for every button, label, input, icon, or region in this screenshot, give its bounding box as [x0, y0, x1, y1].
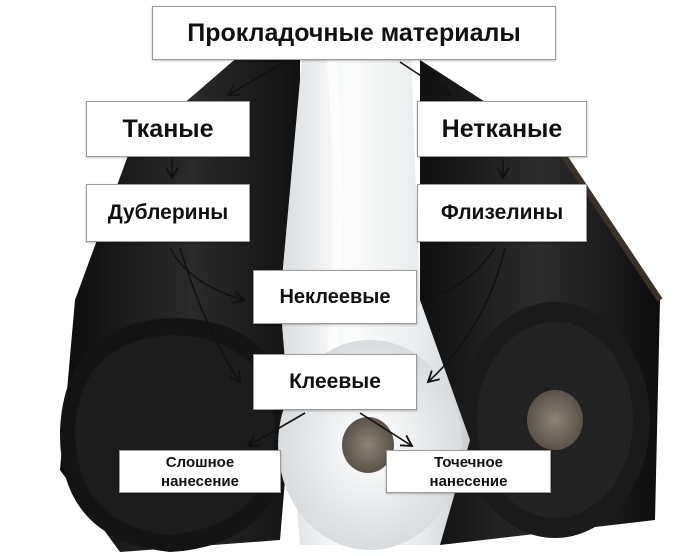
- solid-coating-line1: Слошное: [165, 453, 235, 471]
- non-adhesive-label: Неклеевые: [279, 285, 391, 308]
- arrow-dublerin-to-noglue: [169, 247, 246, 304]
- title-box: Прокладочные материалы: [152, 6, 556, 60]
- title-text: Прокладочные материалы: [187, 18, 521, 47]
- solid-coating-line2: нанесение: [161, 472, 239, 490]
- woven-box: Тканые: [86, 101, 250, 157]
- adhesive-label: Клеевые: [289, 370, 381, 393]
- solid-coating-box: Слошное нанесение: [119, 450, 281, 493]
- dublerin-label: Дублерины: [107, 201, 229, 224]
- flow-arrows: [165, 61, 510, 448]
- nonwoven-box: Нетканые: [417, 101, 587, 157]
- arrow-glue-to-solid: [246, 412, 306, 447]
- arrow-dublerin-to-glue: [179, 247, 242, 384]
- dot-coating-box: Точечное нанесение: [386, 450, 551, 493]
- dublerin-box: Дублерины: [86, 184, 250, 242]
- arrow-fliselin-to-noglue: [424, 247, 496, 304]
- non-adhesive-box: Неклеевые: [253, 270, 417, 324]
- nonwoven-label: Нетканые: [441, 114, 563, 143]
- woven-label: Тканые: [122, 114, 214, 143]
- arrow-title-to-woven: [226, 61, 286, 96]
- dot-coating-line1: Точечное: [434, 453, 503, 471]
- arrow-title-to-nonwoven: [399, 61, 452, 97]
- arrow-glue-to-dot: [359, 412, 414, 448]
- fliselin-box: Флизелины: [417, 184, 587, 242]
- arrow-fliselin-to-glue: [426, 247, 506, 384]
- adhesive-box: Клеевые: [253, 354, 417, 410]
- fliselin-label: Флизелины: [440, 201, 564, 224]
- dot-coating-line2: нанесение: [429, 472, 508, 490]
